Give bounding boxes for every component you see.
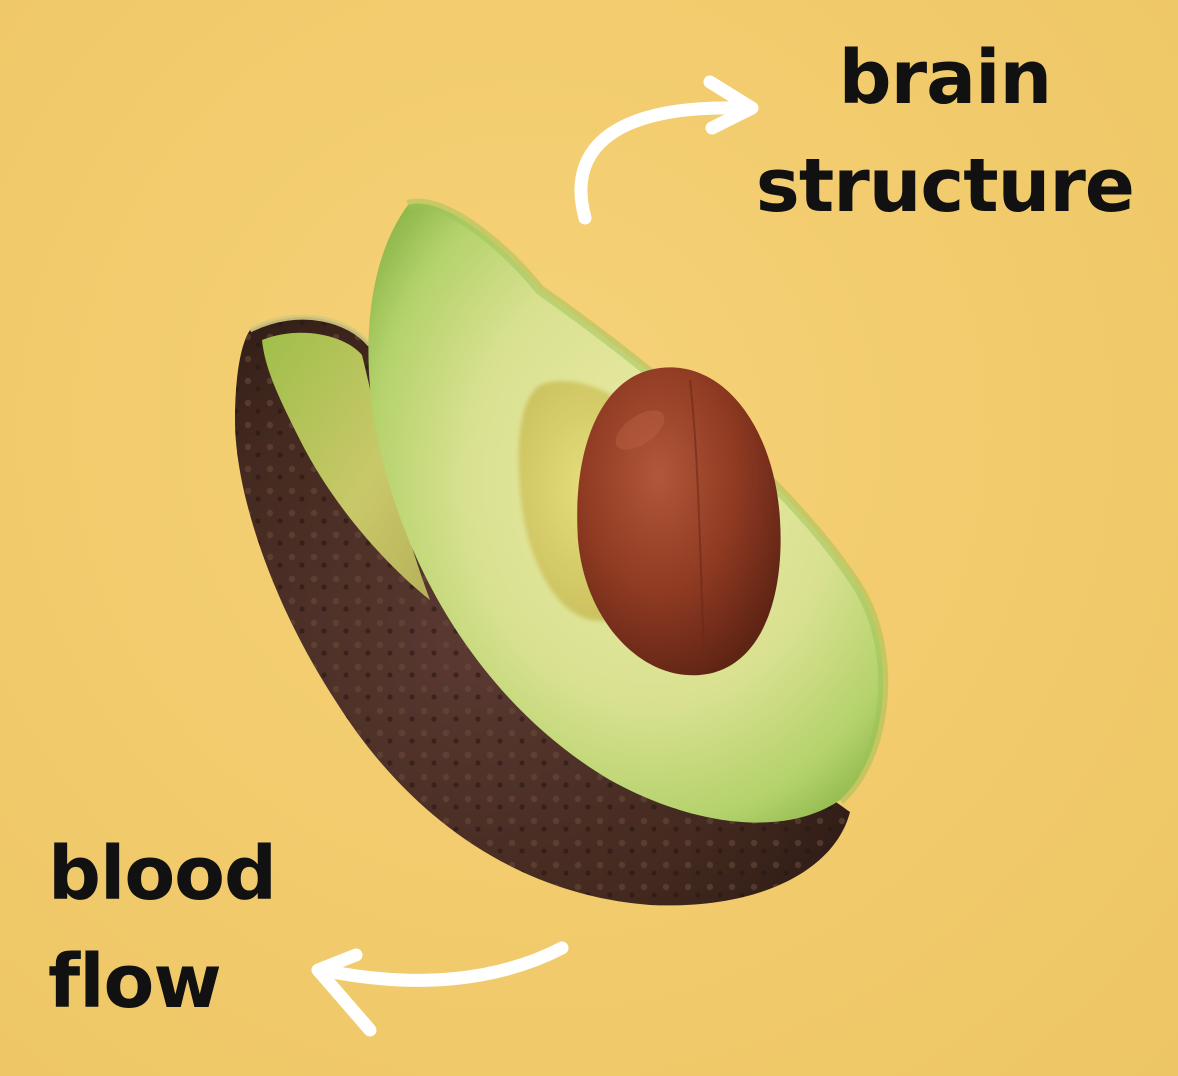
label-blood-flow-line2: flow (48, 939, 222, 1025)
label-brain-structure-line1: brain (838, 35, 1052, 121)
label-brain-structure: brain structure (755, 24, 1135, 240)
avocado-pit (577, 367, 781, 676)
curved-arrow-left-icon (311, 941, 569, 1037)
label-brain-structure-line2: structure (755, 143, 1135, 229)
curved-arrow-up-right-icon (574, 75, 759, 225)
label-blood-flow: blood flow (48, 820, 277, 1036)
label-blood-flow-line1: blood (48, 831, 277, 917)
